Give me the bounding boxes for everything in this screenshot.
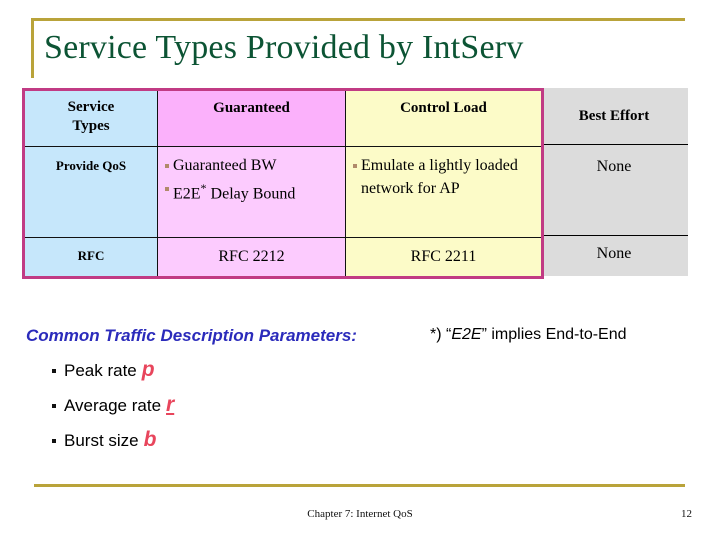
traffic-parameters-title: Common Traffic Description Parameters: — [26, 326, 357, 345]
left-accent-rule — [31, 18, 34, 78]
param-peak-rate-symbol: p — [141, 358, 155, 381]
footer-page-number: 12 — [681, 508, 692, 520]
e2e-footnote-suffix: ” implies End-to-End — [481, 326, 627, 343]
top-accent-rule — [31, 18, 685, 21]
list-item: E2E* Delay Bound — [164, 177, 341, 205]
e2e-footnote-prefix: *) “ — [430, 326, 452, 343]
table-header-row: Service Types Guaranteed Control Load — [23, 89, 543, 147]
param-peak-rate-label: Peak rate — [64, 361, 137, 380]
column-header-best-effort: Best Effort — [540, 88, 688, 145]
list-item: Emulate a lightly loaded network for AP — [352, 154, 537, 200]
bottom-accent-rule — [34, 484, 685, 487]
cell-guaranteed-rfc: RFC 2212 — [157, 237, 346, 278]
table-row: Provide QoS Guaranteed BW E2E* Delay Bou… — [23, 146, 543, 238]
row-label-provide-qos-text: Provide QoS — [55, 158, 127, 173]
cell-control-load-rfc: RFC 2211 — [345, 237, 543, 278]
param-average-rate-symbol: r — [166, 393, 175, 416]
cell-best-effort-rfc: None — [596, 245, 632, 262]
traffic-parameters-block: Common Traffic Description Parameters: P… — [26, 325, 406, 452]
column-header-control-load-label: Control Load — [400, 100, 487, 116]
column-header-guaranteed: Guaranteed — [157, 89, 346, 147]
cell-guaranteed-provide-qos: Guaranteed BW E2E* Delay Bound — [157, 146, 346, 238]
list-item: Guaranteed BW — [164, 154, 341, 177]
footnote-star: * — [200, 181, 207, 195]
cell-control-load-rfc-text: RFC 2211 — [410, 248, 477, 265]
row-label-rfc: RFC — [23, 237, 158, 278]
column-header-service-types-line2: Types — [72, 118, 110, 134]
service-types-main-table: Service Types Guaranteed Control Load Pr… — [22, 88, 544, 279]
column-header-service-types-line1: Service — [67, 99, 115, 115]
row-label-provide-qos: Provide QoS — [23, 146, 158, 238]
best-effort-column-background — [540, 88, 688, 276]
footer-chapter-label: Chapter 7: Internet QoS — [307, 508, 413, 520]
cell-control-load-provide-qos: Emulate a lightly loaded network for AP — [345, 146, 543, 238]
param-burst-size-label: Burst size — [64, 431, 139, 450]
e2e-footnote: *) “E2E” implies End-to-End — [430, 324, 627, 346]
param-average-rate-label: Average rate — [64, 396, 162, 415]
column-header-guaranteed-label: Guaranteed — [213, 100, 290, 116]
e2e-footnote-term: E2E — [451, 326, 482, 343]
page-title: Service Types Provided by IntServ — [44, 29, 524, 66]
row-label-rfc-text: RFC — [77, 248, 105, 263]
param-burst-size-symbol: b — [143, 428, 157, 451]
cell-best-effort-provide-qos: None — [540, 145, 688, 236]
table-row: RFC RFC 2212 RFC 2211 — [23, 237, 543, 278]
column-header-service-types: Service Types — [23, 89, 158, 147]
column-header-control-load: Control Load — [345, 89, 543, 147]
guaranteed-bullet-list: Guaranteed BW E2E* Delay Bound — [158, 147, 345, 205]
cell-guaranteed-rfc-text: RFC 2212 — [218, 248, 285, 265]
service-types-table: Best Effort None None Service Types Guar… — [22, 88, 688, 279]
control-load-bullet-list: Emulate a lightly loaded network for AP — [346, 147, 541, 200]
